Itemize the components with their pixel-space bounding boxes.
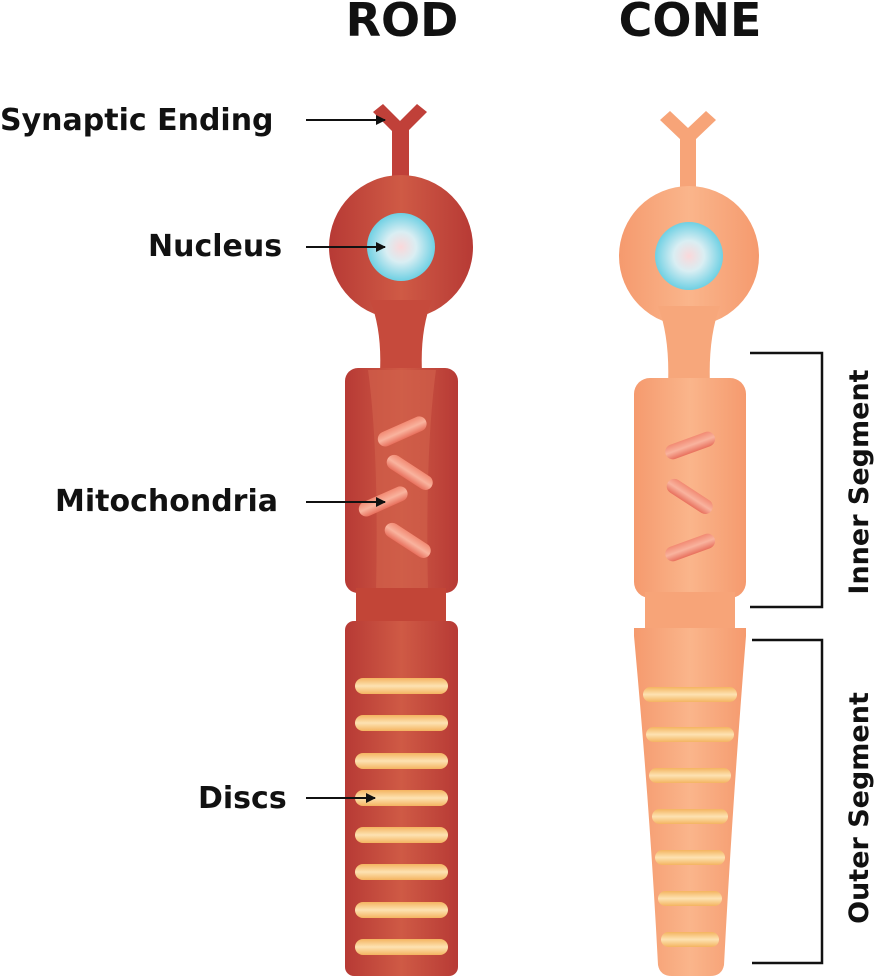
rod-disc: [355, 678, 448, 694]
cone-synaptic-ending: [660, 111, 716, 158]
cone-cell: [619, 111, 759, 976]
rod-synaptic-ending: [373, 104, 427, 150]
outer-segment-bracket: [752, 638, 824, 965]
cone-nucleus: [655, 222, 723, 290]
cone-disc: [646, 727, 734, 742]
rod-mitochondrion: [384, 522, 431, 558]
discs-label: Discs: [198, 781, 287, 816]
rod-mitochondrion: [377, 416, 427, 447]
cone-disc: [649, 768, 731, 783]
cone-mitochondrion: [665, 533, 716, 562]
rod-disc: [355, 715, 448, 731]
cone-mitochondrion: [665, 431, 716, 460]
outer-segment-label: Outer Segment: [844, 692, 875, 924]
cone-cilium: [645, 592, 735, 632]
mitochondria-label: Mitochondria: [55, 484, 278, 519]
inner-segment-bracket: [750, 351, 824, 609]
rod-mitochondrion: [386, 454, 433, 490]
cone-disc: [652, 809, 728, 824]
cone-disc: [655, 850, 725, 865]
rod-disc: [355, 790, 448, 806]
rod-title: ROD: [346, 0, 459, 47]
rod-disc: [355, 827, 448, 843]
cone-neck: [658, 306, 720, 385]
cone-disc: [661, 932, 719, 947]
cone-title: CONE: [619, 0, 762, 47]
rod-disc: [355, 939, 448, 955]
rod-nucleus: [367, 213, 435, 281]
cone-outer-segment: [634, 628, 746, 976]
inner-segment-label: Inner Segment: [844, 369, 875, 594]
rod-disc: [355, 864, 448, 880]
cone-disc: [643, 687, 737, 702]
cone-axon: [680, 138, 696, 188]
synaptic-ending-label: Synaptic Ending: [0, 103, 274, 138]
rod-axon: [392, 130, 409, 180]
rod-disc: [355, 902, 448, 918]
cone-mitochondrion: [666, 478, 713, 514]
rod-cell: [329, 104, 473, 976]
rod-neck: [370, 300, 432, 372]
nucleus-label: Nucleus: [148, 229, 282, 264]
rod-disc: [355, 753, 448, 769]
cone-disc: [658, 891, 722, 906]
